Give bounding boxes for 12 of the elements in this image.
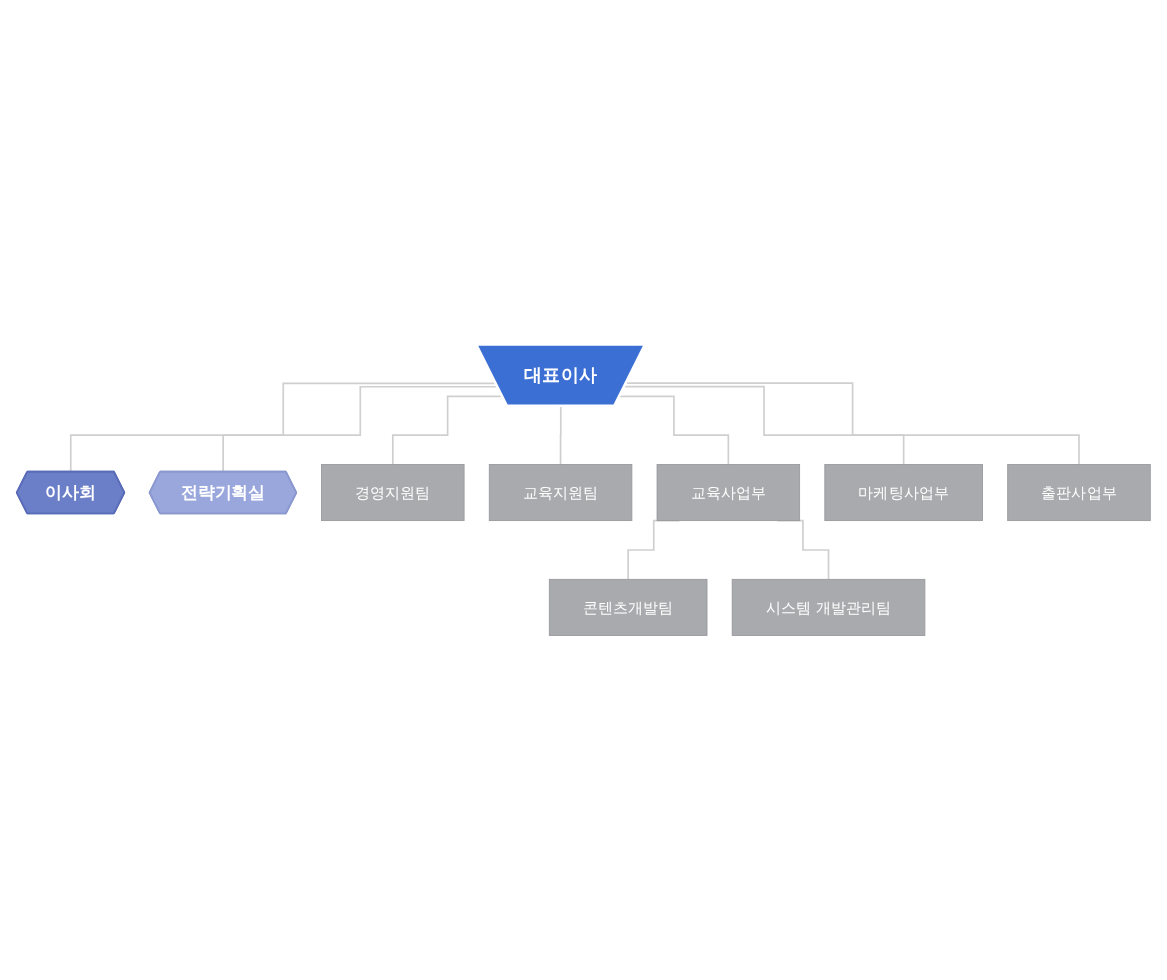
connector [625,382,1080,466]
node-box: 출판사업부 [1007,464,1151,522]
node-box: 경영지원팀 [321,464,465,522]
node-box: 마케팅사업부 [824,464,983,522]
node-box: 콘텐츠개발팀 [548,578,708,636]
node-box: 시스템 개발관리팀 [731,578,926,636]
connector [559,405,562,466]
node-box: 교육지원팀 [488,464,633,522]
connector [69,382,497,473]
node-box: 교육사업부 [656,464,801,522]
connector [618,395,730,466]
connector [623,385,905,466]
